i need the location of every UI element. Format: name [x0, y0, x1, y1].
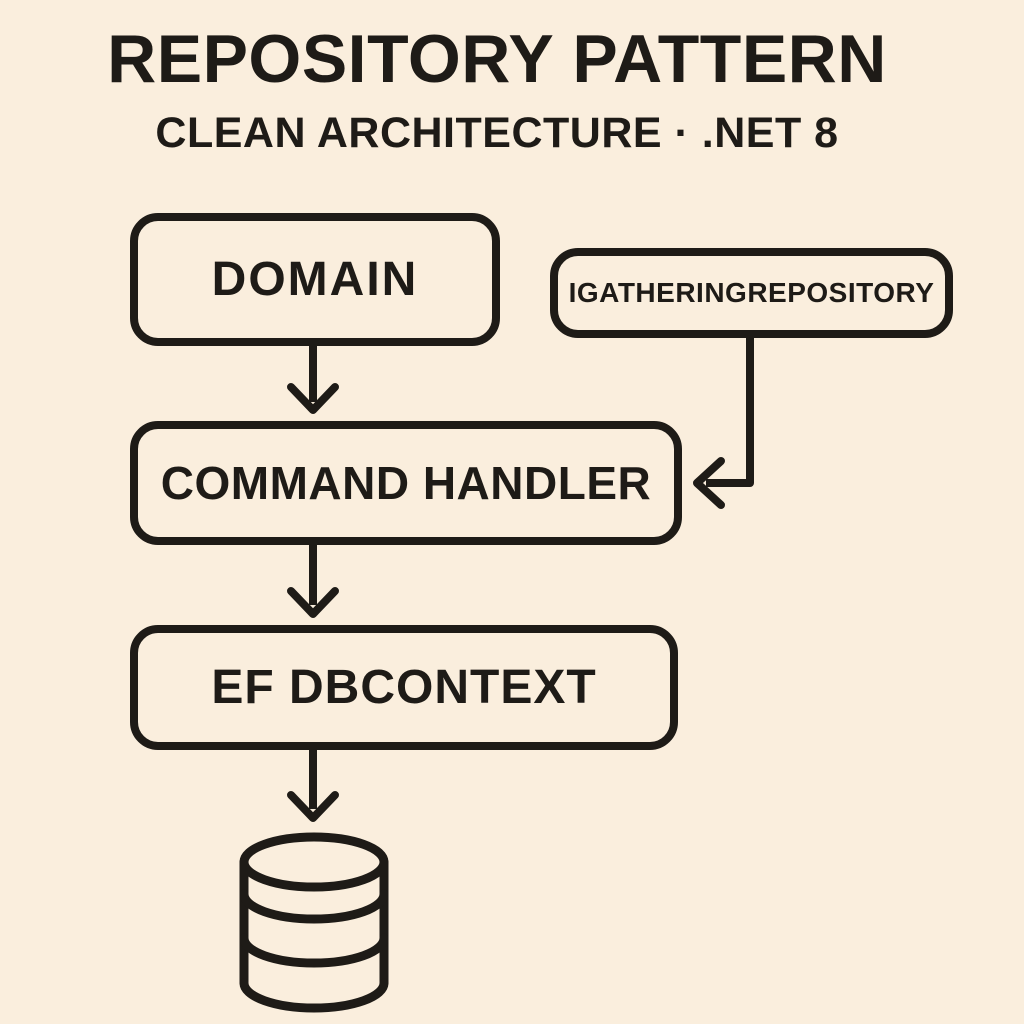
- arrow-down-icon: [287, 383, 339, 414]
- arrow-left-icon: [693, 457, 725, 509]
- database-band-arc: [239, 889, 389, 924]
- database-cylinder-icon: [239, 832, 389, 1013]
- edge-command-handler-to-ef-dbcontext: [287, 543, 339, 618]
- database-band-arc: [239, 933, 389, 968]
- page-subtitle: CLEAN ARCHITECTURE · .NET 8: [155, 109, 839, 158]
- node-domain: DOMAIN: [130, 213, 500, 346]
- node-igathering-repository: IGATHERINGREPOSITORY: [550, 248, 953, 338]
- edge-ef-dbcontext-to-database: [287, 748, 339, 822]
- page-title: REPOSITORY PATTERN: [107, 21, 887, 97]
- database-bottom-arc: [239, 978, 389, 1013]
- database-top-ellipse: [239, 832, 389, 892]
- edge-line: [706, 336, 754, 487]
- edge-igathering-repository-to-command-handler: [693, 336, 754, 509]
- node-command-handler-label: COMMAND HANDLER: [160, 457, 652, 509]
- arrow-down-icon: [287, 587, 339, 618]
- node-igathering-repository-label: IGATHERINGREPOSITORY: [568, 277, 935, 308]
- node-ef-dbcontext: EF DBCONTEXT: [130, 625, 678, 750]
- node-ef-dbcontext-label: EF DBCONTEXT: [211, 661, 597, 714]
- edge-domain-to-command-handler: [287, 344, 339, 414]
- arrow-down-icon: [287, 791, 339, 822]
- node-command-handler: COMMAND HANDLER: [130, 421, 682, 545]
- node-domain-label: DOMAIN: [211, 253, 419, 306]
- header: REPOSITORY PATTERN CLEAN ARCHITECTURE · …: [0, 21, 1009, 158]
